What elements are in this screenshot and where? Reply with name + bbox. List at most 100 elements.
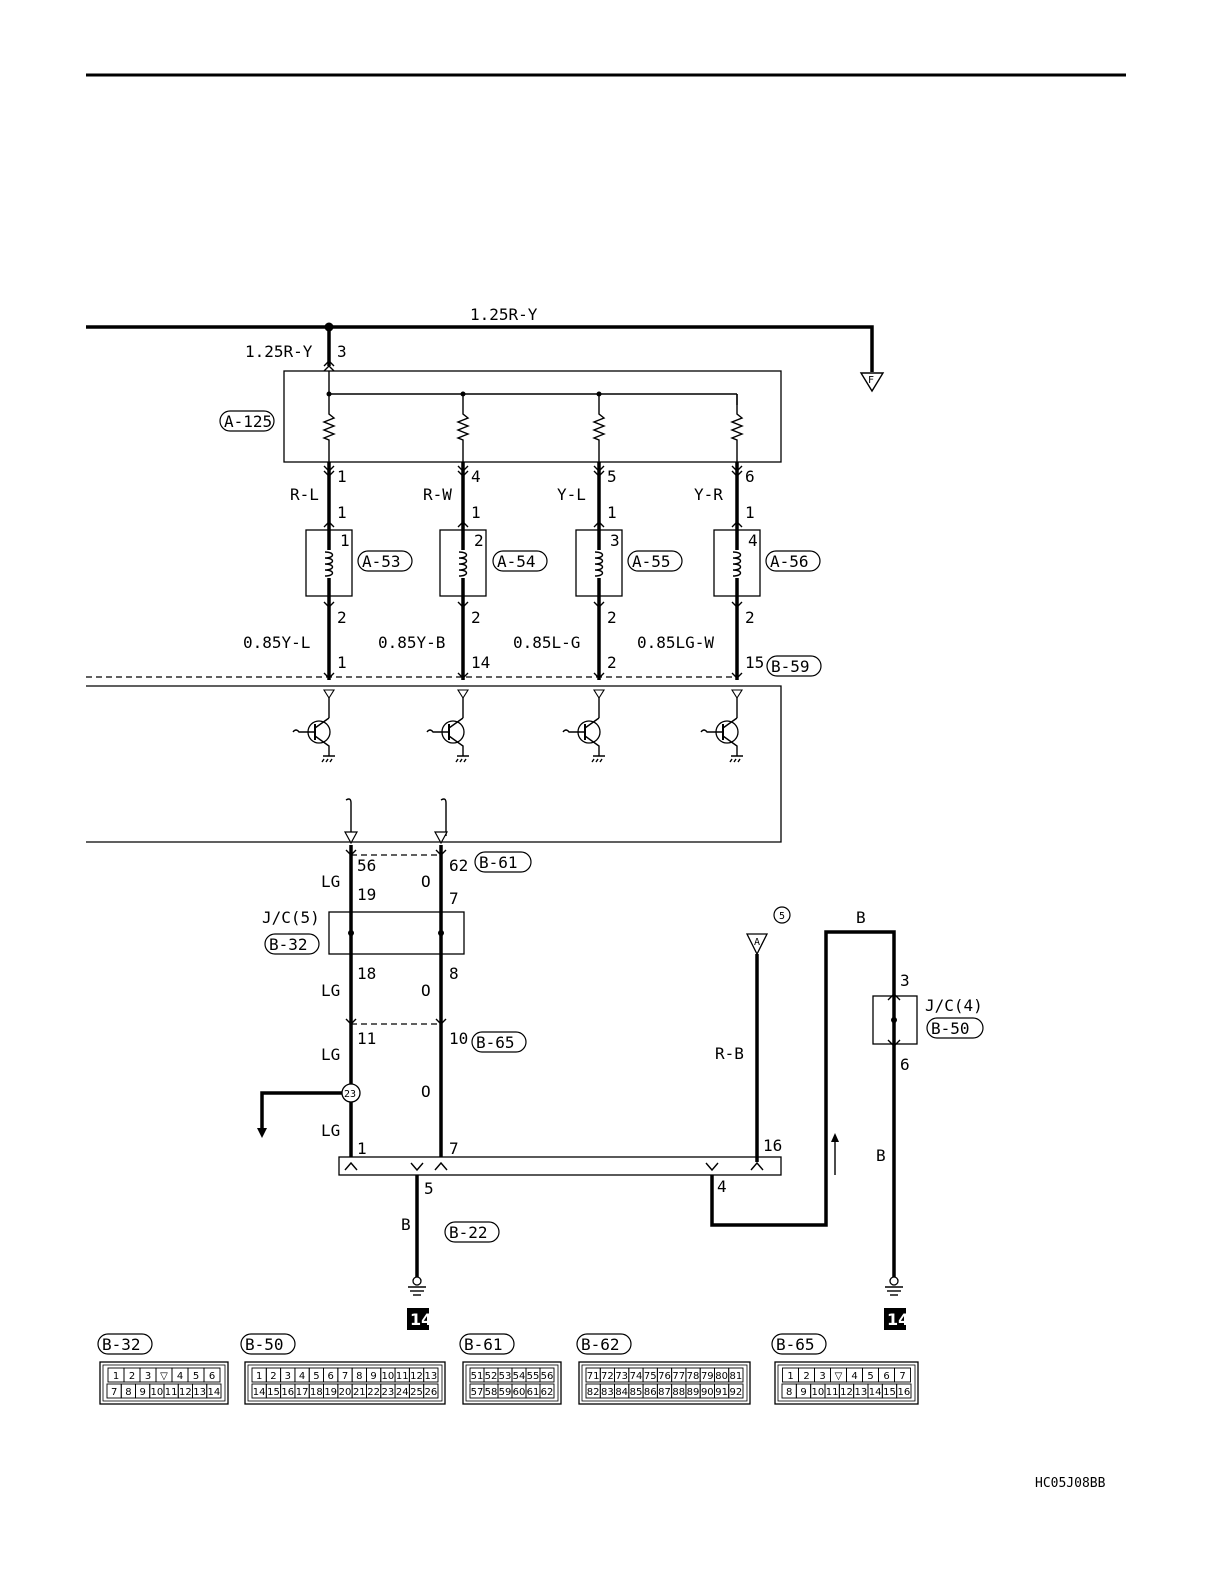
connector-pin: 60	[513, 1387, 526, 1398]
injector-out-wire: 0.85LG-W	[637, 633, 714, 652]
transistor-icon	[562, 689, 605, 763]
ecu-box: B-59	[86, 655, 822, 845]
resistor-pack: A-125	[219, 370, 782, 463]
injector-id: A-56	[770, 552, 809, 571]
ground-ref-label: 14	[410, 1310, 432, 1329]
coil-icon	[324, 551, 334, 577]
connector-pin: 77	[672, 1371, 685, 1382]
connector-pin: 59	[499, 1387, 512, 1398]
top-wire: 1.25R-Y 1.25R-Y 3 F	[86, 305, 885, 393]
connector-view-id: B-32	[102, 1335, 141, 1354]
connector-pin: 17	[296, 1387, 309, 1398]
terminal-a-label: A	[754, 937, 760, 948]
jc4-pin-3: 3	[900, 971, 910, 990]
jc4-pin-6: 6	[900, 1055, 910, 1074]
wire-rb: R-B	[715, 1044, 744, 1063]
connector-pin: 71	[587, 1371, 600, 1382]
connector-pin: 92	[729, 1387, 742, 1398]
b61-connector-id: B-61	[479, 853, 518, 872]
connector-pin: 14	[208, 1387, 221, 1398]
connector-pin: 1	[787, 1371, 793, 1382]
connector-pin: 14	[253, 1387, 266, 1398]
coil-icon	[594, 551, 604, 577]
lower-harness: 56 62 B-61 LG O 19 7 J/C(5) B-32 18 8 LG…	[257, 845, 984, 1330]
injector-pin-out: 2	[471, 608, 481, 627]
ground-ref-badge	[884, 1308, 906, 1330]
connector-pin: 75	[644, 1371, 657, 1382]
connector-pin: 80	[715, 1371, 728, 1382]
resistor-icon	[730, 394, 744, 462]
connector-pin: 11	[396, 1371, 409, 1382]
injector-id: A-53	[362, 552, 401, 571]
connector-pin: 26	[424, 1387, 437, 1398]
connector-pin: 53	[499, 1371, 512, 1382]
connector-pin: 8	[356, 1371, 362, 1382]
pin-label: 3	[337, 342, 347, 361]
connector-pin: 11	[826, 1387, 839, 1398]
transistor-icon	[426, 689, 469, 763]
terminal-a-num: 5	[779, 911, 785, 922]
injector-id: A-55	[632, 552, 671, 571]
injector-wire: Y-R	[694, 485, 723, 504]
wire-lg-4: LG	[321, 1121, 340, 1140]
connector-pin: 13	[854, 1387, 867, 1398]
injector-pin-out: 2	[745, 608, 755, 627]
connector-pin: 9	[139, 1387, 145, 1398]
connector-pin: 57	[471, 1387, 484, 1398]
connector-pin: 1	[113, 1371, 119, 1382]
connector-pin: 3	[145, 1371, 151, 1382]
injector-pin-in: 1	[745, 503, 755, 522]
b22-connector-id: B-22	[449, 1223, 488, 1242]
connector-pin: 13	[193, 1387, 206, 1398]
injector-num: 4	[748, 531, 758, 550]
connector-pin: 81	[729, 1371, 742, 1382]
injector-pin-out: 2	[337, 608, 347, 627]
terminal-f-label: F	[868, 375, 874, 386]
connector-pin: 19	[324, 1387, 337, 1398]
connector-pin: 15	[883, 1387, 896, 1398]
resistor-pin: 4	[471, 467, 481, 486]
connector-pin: 58	[485, 1387, 498, 1398]
connector-pin: 84	[615, 1387, 628, 1398]
connector-pin: 85	[630, 1387, 643, 1398]
connector-pin: 82	[587, 1387, 600, 1398]
transistor-icon	[700, 689, 743, 763]
connector-pin: 5	[313, 1371, 319, 1382]
connector-pin: 86	[644, 1387, 657, 1398]
jc5-pin-8: 8	[449, 964, 459, 983]
connector-pin: ▽	[835, 1371, 843, 1382]
resistor-icon	[322, 394, 336, 462]
injector-out-wire: 0.85Y-B	[378, 633, 445, 652]
connector-pin: 6	[883, 1371, 889, 1382]
connector-pin: 16	[897, 1387, 910, 1398]
connector-pin: 3	[285, 1371, 291, 1382]
injector-columns: 1R-L11A-5320.85Y-L14R-W12A-5420.85Y-B145…	[243, 462, 821, 680]
ecu-pin: 14	[471, 653, 490, 672]
connector-pin: 73	[615, 1371, 628, 1382]
connector-pin: 20	[339, 1387, 352, 1398]
connector-pin: 10	[811, 1387, 824, 1398]
connector-pin: 62	[541, 1387, 554, 1398]
injector-out-wire: 0.85L-G	[513, 633, 580, 652]
connector-pin: 7	[342, 1371, 348, 1382]
connector-pin: 2	[270, 1371, 276, 1382]
splice-number: 23	[344, 1089, 356, 1100]
jc4-label: J/C(4)	[925, 996, 983, 1015]
resistor-pin: 5	[607, 467, 617, 486]
connector-pin: 88	[672, 1387, 685, 1398]
ground-ref-label: 14	[887, 1310, 909, 1329]
connector-pin: 16	[281, 1387, 294, 1398]
injector-num: 3	[610, 531, 620, 550]
connector-pin: 14	[869, 1387, 882, 1398]
connector-pin: 7	[899, 1371, 905, 1382]
ecu-pin: 2	[607, 653, 617, 672]
resistor-pack-id: A-125	[224, 412, 272, 431]
wire-lg-3: LG	[321, 1045, 340, 1064]
connector-pin: 12	[179, 1387, 192, 1398]
